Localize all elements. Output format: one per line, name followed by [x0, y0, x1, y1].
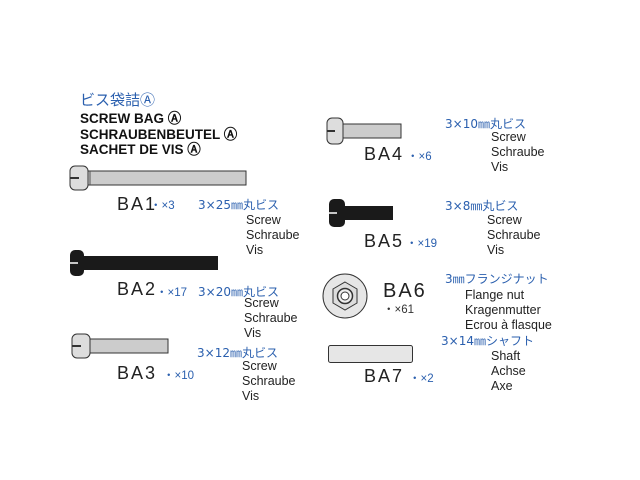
name-en: Screw — [487, 213, 522, 227]
part-jp: 3×8㎜丸ビス — [445, 199, 519, 213]
name-fr: Vis — [242, 389, 260, 403]
part-code: BA6 — [383, 280, 427, 302]
screw-ba1-icon — [69, 165, 247, 191]
part-qty: ・×2 — [409, 373, 434, 385]
part-qty: ・×17 — [156, 287, 188, 299]
name-en: Shaft — [491, 349, 521, 363]
screw-ba4-icon — [326, 117, 402, 145]
name-fr: Vis — [487, 243, 505, 257]
name-fr: Vis — [491, 160, 509, 174]
part-jp: 3×25㎜丸ビス — [198, 198, 279, 212]
name-de: Schraube — [244, 311, 298, 325]
screw-ba5-icon — [329, 199, 393, 227]
name-de: Schraube — [242, 374, 296, 388]
part-qty: ・×6 — [407, 151, 432, 163]
flange-nut-ba6-icon — [322, 273, 368, 319]
part-jp: 3×12㎜丸ビス — [197, 346, 278, 360]
part-qty: ・×19 — [406, 238, 438, 250]
name-fr: Vis — [244, 326, 262, 340]
shaft-ba7-icon — [328, 345, 413, 363]
screw-ba3-icon — [71, 333, 169, 359]
name-de: Schraube — [491, 145, 545, 159]
name-fr: Vis — [246, 243, 264, 257]
title-jp: ビス袋詰Ⓐ — [80, 91, 156, 109]
name-de: Schraube — [487, 228, 541, 242]
part-code: BA7 — [364, 366, 405, 386]
title-de: SCHRAUBENBEUTEL Ⓐ — [80, 127, 238, 142]
part-code: BA5 — [364, 231, 405, 251]
name-fr: Ecrou à flasque — [465, 318, 552, 332]
name-en: Screw — [244, 296, 279, 310]
name-de: Achse — [491, 364, 526, 378]
name-en: Screw — [242, 359, 277, 373]
name-en: Screw — [491, 130, 526, 144]
part-jp: 3×14㎜シャフト — [441, 334, 534, 348]
part-jp: 3×20㎜丸ビス — [198, 285, 279, 299]
part-qty: ・×61 — [383, 304, 415, 316]
title-fr: SACHET DE VIS Ⓐ — [80, 142, 201, 157]
part-code: BA4 — [364, 144, 405, 164]
name-de: Kragenmutter — [465, 303, 541, 317]
name-en: Screw — [246, 213, 281, 227]
part-code: BA2 — [117, 279, 158, 299]
part-code: BA3 — [117, 363, 158, 383]
part-code: BA1 — [117, 194, 158, 214]
part-qty: ・×3 — [150, 200, 175, 212]
name-en: Flange nut — [465, 288, 525, 302]
part-jp: 3×10㎜丸ビス — [445, 117, 526, 131]
title-en: SCREW BAG Ⓐ — [80, 111, 182, 126]
name-fr: Axe — [491, 379, 513, 393]
name-de: Schraube — [246, 228, 300, 242]
screw-ba2-icon — [70, 250, 218, 276]
part-jp: 3㎜フランジナット — [445, 272, 549, 286]
part-qty: ・×10 — [163, 370, 195, 382]
